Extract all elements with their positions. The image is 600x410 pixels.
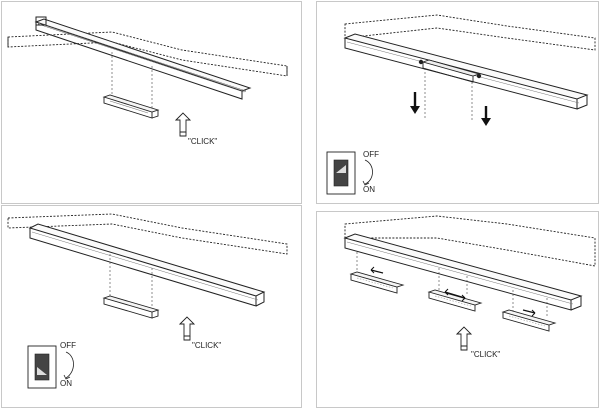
- slide-arrows-icon: [522, 309, 536, 317]
- down-arrow-icon: [410, 92, 420, 114]
- slide-modules-illustration: "CLICK": [343, 215, 596, 359]
- light-module-icon: [427, 289, 483, 312]
- curved-arrow-icon: [362, 159, 373, 186]
- click-label: "CLICK": [192, 341, 221, 350]
- wall-switch-icon: [27, 345, 57, 389]
- light-module-icon: [102, 295, 160, 319]
- track-rail-icon: [28, 223, 266, 307]
- ceiling-icon: [7, 31, 288, 77]
- curved-arrow-icon: [63, 351, 74, 380]
- detach-module-illustration: OFF ON: [326, 14, 596, 195]
- ceiling-icon: [7, 213, 288, 255]
- slide-arrows-icon: [370, 266, 384, 274]
- light-module-icon: [102, 94, 160, 119]
- switch-off-label: OFF: [60, 341, 76, 350]
- panel-detach-module: OFF ON: [316, 1, 599, 204]
- power-on-illustration: "CLICK" OFF ON: [7, 213, 288, 389]
- light-module-icon: [501, 309, 557, 332]
- wall-switch-icon: [326, 151, 356, 195]
- track-rail-icon: [34, 16, 252, 100]
- switch-on-label: ON: [363, 185, 375, 194]
- install-track-illustration: "CLICK": [7, 16, 288, 146]
- light-module-icon: [418, 59, 482, 83]
- push-up-arrow-icon: [455, 326, 473, 351]
- switch-on-label: ON: [60, 379, 72, 388]
- ceiling-icon: [344, 215, 596, 267]
- panel-power-on: "CLICK" OFF ON: [1, 205, 302, 408]
- ceiling-icon: [344, 14, 596, 51]
- slide-arrows-icon: [444, 288, 466, 302]
- down-arrow-icon: [481, 106, 491, 126]
- click-label: "CLICK": [471, 350, 500, 359]
- panel-install-track: "CLICK": [1, 1, 302, 204]
- light-module-icon: [349, 271, 405, 294]
- push-up-arrow-icon: [174, 112, 192, 137]
- track-rail-icon: [343, 233, 583, 311]
- panel-slide-modules: "CLICK": [316, 211, 599, 408]
- click-label: "CLICK": [188, 137, 217, 146]
- switch-off-label: OFF: [363, 150, 379, 159]
- push-up-arrow-icon: [178, 316, 196, 341]
